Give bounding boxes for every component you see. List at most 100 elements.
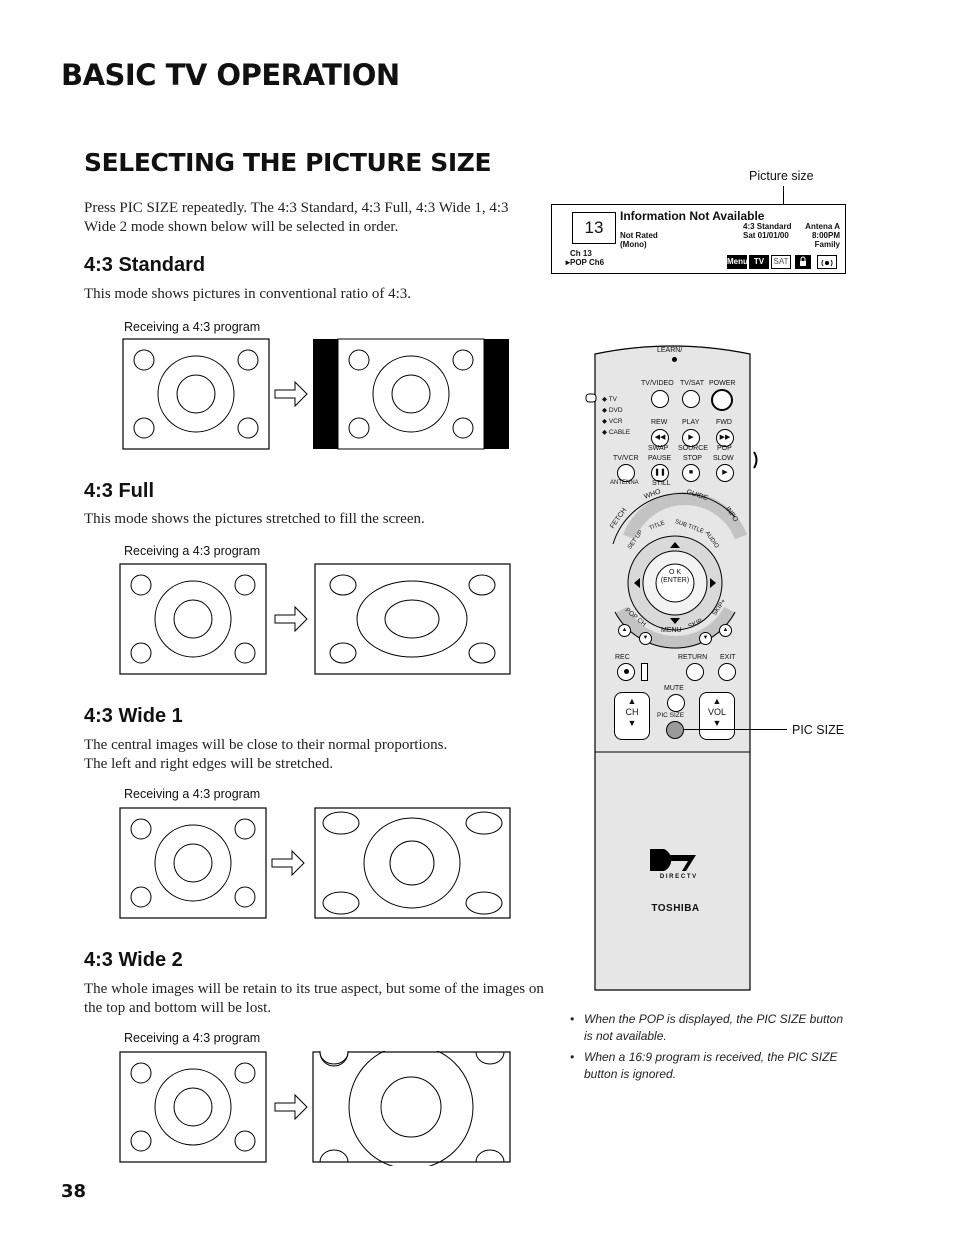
ch-up-icon: ▲	[627, 696, 637, 706]
note-item: • When the POP is displayed, the PIC SIZ…	[570, 1012, 844, 1043]
pic-size-label: PIC SIZE	[657, 712, 685, 719]
power-label: POWER	[709, 380, 736, 387]
pop-pointer-icon: ►	[564, 258, 572, 267]
slow-button[interactable]: ▶	[716, 464, 734, 482]
pop-label: POP	[717, 445, 732, 452]
intro-text: Press PIC SIZE repeatedly. The 4:3 Stand…	[84, 200, 509, 235]
channel-number-box: 13	[572, 212, 616, 244]
arrow-icon	[271, 849, 305, 877]
channel-block: Ch 13 ►POP Ch6	[564, 249, 605, 267]
play-button[interactable]: ▶	[682, 429, 700, 447]
source-screen	[122, 338, 270, 450]
pop-ch-up-button[interactable]: ▲	[618, 624, 631, 637]
tv-video-button[interactable]	[651, 390, 669, 408]
menu-badge: Menu	[727, 255, 748, 269]
diagram-wide1	[119, 807, 511, 919]
pic-size-button[interactable]	[666, 721, 684, 739]
tv-badge: TV	[749, 255, 769, 269]
notes-list: • When the POP is displayed, the PIC SIZ…	[570, 1011, 860, 1083]
section-title: SELECTING THE PICTURE SIZE	[84, 148, 492, 177]
menu-label[interactable]: MENU	[661, 627, 682, 634]
mode-title-wide1: 4:3 Wide 1	[84, 705, 183, 727]
source-screen	[119, 563, 267, 675]
caption-wide2: Receiving a 4:3 program	[124, 1031, 261, 1045]
tv-sat-button[interactable]	[682, 390, 700, 408]
mode-desc-wide1: The central images will be close to thei…	[84, 737, 448, 772]
caption-standard: Receiving a 4:3 program	[124, 320, 261, 334]
source-screen	[119, 1051, 267, 1163]
still-label: STILL	[652, 480, 671, 487]
skip-up-button[interactable]: ▲	[719, 624, 732, 637]
bullet-icon: •	[570, 1012, 575, 1026]
tv-video-label: TV/VIDEO	[641, 380, 674, 387]
antenna-time-block: Antena A 8:00PM Family	[805, 222, 840, 249]
fwd-button[interactable]: ▶▶	[716, 429, 734, 447]
pause-button[interactable]: ❚❚	[651, 464, 669, 482]
result-screen	[312, 1051, 511, 1166]
diagram-wide2	[119, 1051, 511, 1166]
fwd-label: FWD	[716, 419, 732, 426]
exit-label: EXIT	[720, 654, 736, 661]
arrow-icon	[274, 380, 308, 408]
mute-label: MUTE	[664, 685, 684, 692]
arrow-icon	[274, 1093, 308, 1121]
rec-label: REC	[615, 654, 630, 661]
slow-label: SLOW	[713, 455, 734, 462]
pop-ch-down-button[interactable]: ▼	[639, 632, 652, 645]
signal-icon	[817, 255, 837, 269]
channel-rocker[interactable]: ▲ CH ▼	[614, 692, 650, 740]
size-date-block: 4:3 Standard Sat 01/01/00	[743, 222, 792, 240]
mode-list: ◆ TV ◆ DVD ◆ VCR ◆ CABLE	[602, 396, 631, 436]
bullet-icon: •	[570, 1050, 575, 1064]
result-screen	[313, 338, 509, 450]
mode-title-standard: 4:3 Standard	[84, 254, 206, 276]
rew-button[interactable]: ◀◀	[651, 429, 669, 447]
result-screen	[314, 563, 511, 675]
tv-sat-label: TV/SAT	[680, 380, 704, 387]
page-number: 38	[61, 1181, 87, 1202]
directv-wordmark: D I R E C T V	[659, 874, 697, 880]
mode-desc-standard: This mode shows pictures in conventional…	[84, 286, 412, 302]
remote-control: LEARN/ TV/VIDEO TV/SAT POWER ◆ TV ◆ DVD …	[585, 342, 760, 992]
ch-down-icon: ▼	[627, 718, 637, 728]
note-item: • When a 16:9 program is received, the P…	[570, 1050, 838, 1081]
vol-down-icon: ▼	[712, 718, 722, 728]
diagram-standard	[122, 338, 509, 450]
source-screen	[119, 807, 267, 919]
stop-label: STOP	[683, 455, 702, 462]
info-banner: 13 Information Not Available Not Rated (…	[551, 204, 846, 274]
skip-down-button[interactable]: ▼	[699, 632, 712, 645]
directv-logo-icon	[650, 849, 696, 871]
volume-rocker[interactable]: ▲ VOL ▼	[699, 692, 735, 740]
toshiba-logo: TOSHIBA	[651, 903, 700, 914]
diagram-full	[119, 563, 511, 675]
pic-size-callout-line	[683, 729, 787, 730]
tv-vcr-button[interactable]	[617, 464, 635, 482]
source-label: SOURCE	[678, 445, 708, 452]
rating-block: Not Rated (Mono)	[620, 231, 658, 249]
chapter-title: BASIC TV OPERATION	[61, 58, 400, 92]
rec-slider[interactable]	[641, 663, 648, 681]
vol-up-icon: ▲	[712, 696, 722, 706]
exit-button[interactable]	[718, 663, 736, 681]
return-button[interactable]	[686, 663, 704, 681]
swap-label: SWAP	[648, 445, 669, 452]
antenna-label: ANTENNA	[610, 480, 639, 486]
tv-vcr-label: TV/VCR	[613, 455, 639, 462]
info-headline: Information Not Available	[620, 209, 765, 223]
return-label: RETURN	[678, 654, 708, 661]
ok-enter-button[interactable]: O K (ENTER)	[660, 569, 690, 584]
mode-desc-wide2: The whole images will be retain to its t…	[84, 981, 544, 1016]
learn-indicator	[672, 357, 677, 362]
mode-title-wide2: 4:3 Wide 2	[84, 949, 183, 971]
power-button[interactable]	[711, 389, 733, 411]
pic-size-callout: PIC SIZE	[792, 723, 845, 737]
pause-label: PAUSE	[648, 455, 672, 462]
mute-button[interactable]	[667, 694, 685, 712]
caption-full: Receiving a 4:3 program	[124, 544, 261, 558]
arrow-icon	[274, 605, 308, 633]
stop-button[interactable]: ■	[682, 464, 700, 482]
play-label: PLAY	[682, 419, 700, 426]
rec-button[interactable]	[617, 663, 635, 681]
mode-title-full: 4:3 Full	[84, 480, 155, 502]
